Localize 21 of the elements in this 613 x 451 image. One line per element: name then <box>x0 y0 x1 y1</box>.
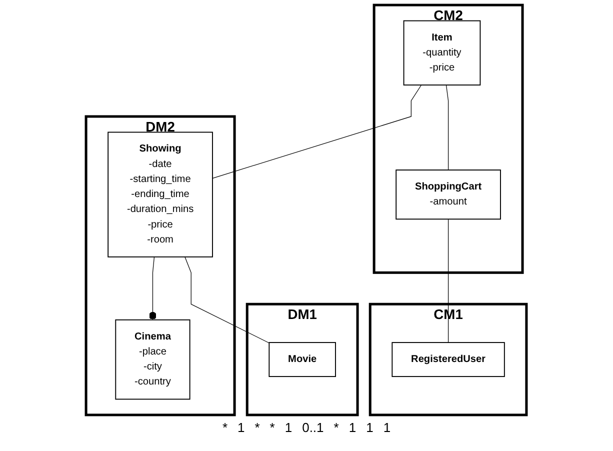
multiplicity-label: * <box>222 420 228 435</box>
multiplicity-label: * <box>334 420 339 435</box>
connector <box>212 84 422 179</box>
multiplicity-label: 0..1 <box>302 420 324 435</box>
node-box: Showing -date -starting_time -ending_time -duration_mins -price -room <box>108 132 214 258</box>
node-box: Cinema -place -city -country <box>115 319 191 400</box>
multiplicity-label: 1 <box>383 420 391 435</box>
multiplicity-label: 1 <box>366 420 374 435</box>
multiplicity-label: * <box>270 420 275 435</box>
multiplicity-label: * <box>254 420 260 435</box>
connector <box>184 256 270 344</box>
connector <box>446 84 449 170</box>
node-box: Item -quantity -price <box>404 20 481 86</box>
node-box: Movie <box>268 342 336 378</box>
multiplicity-label: 1 <box>348 420 356 435</box>
node-box: ShoppingCart -amount <box>396 170 502 220</box>
connector <box>149 256 157 320</box>
node-box: RegisteredUser <box>392 342 506 378</box>
multiplicity-label: 1 <box>284 420 292 435</box>
multiplicity-label: 1 <box>238 420 245 435</box>
connector <box>448 218 449 343</box>
